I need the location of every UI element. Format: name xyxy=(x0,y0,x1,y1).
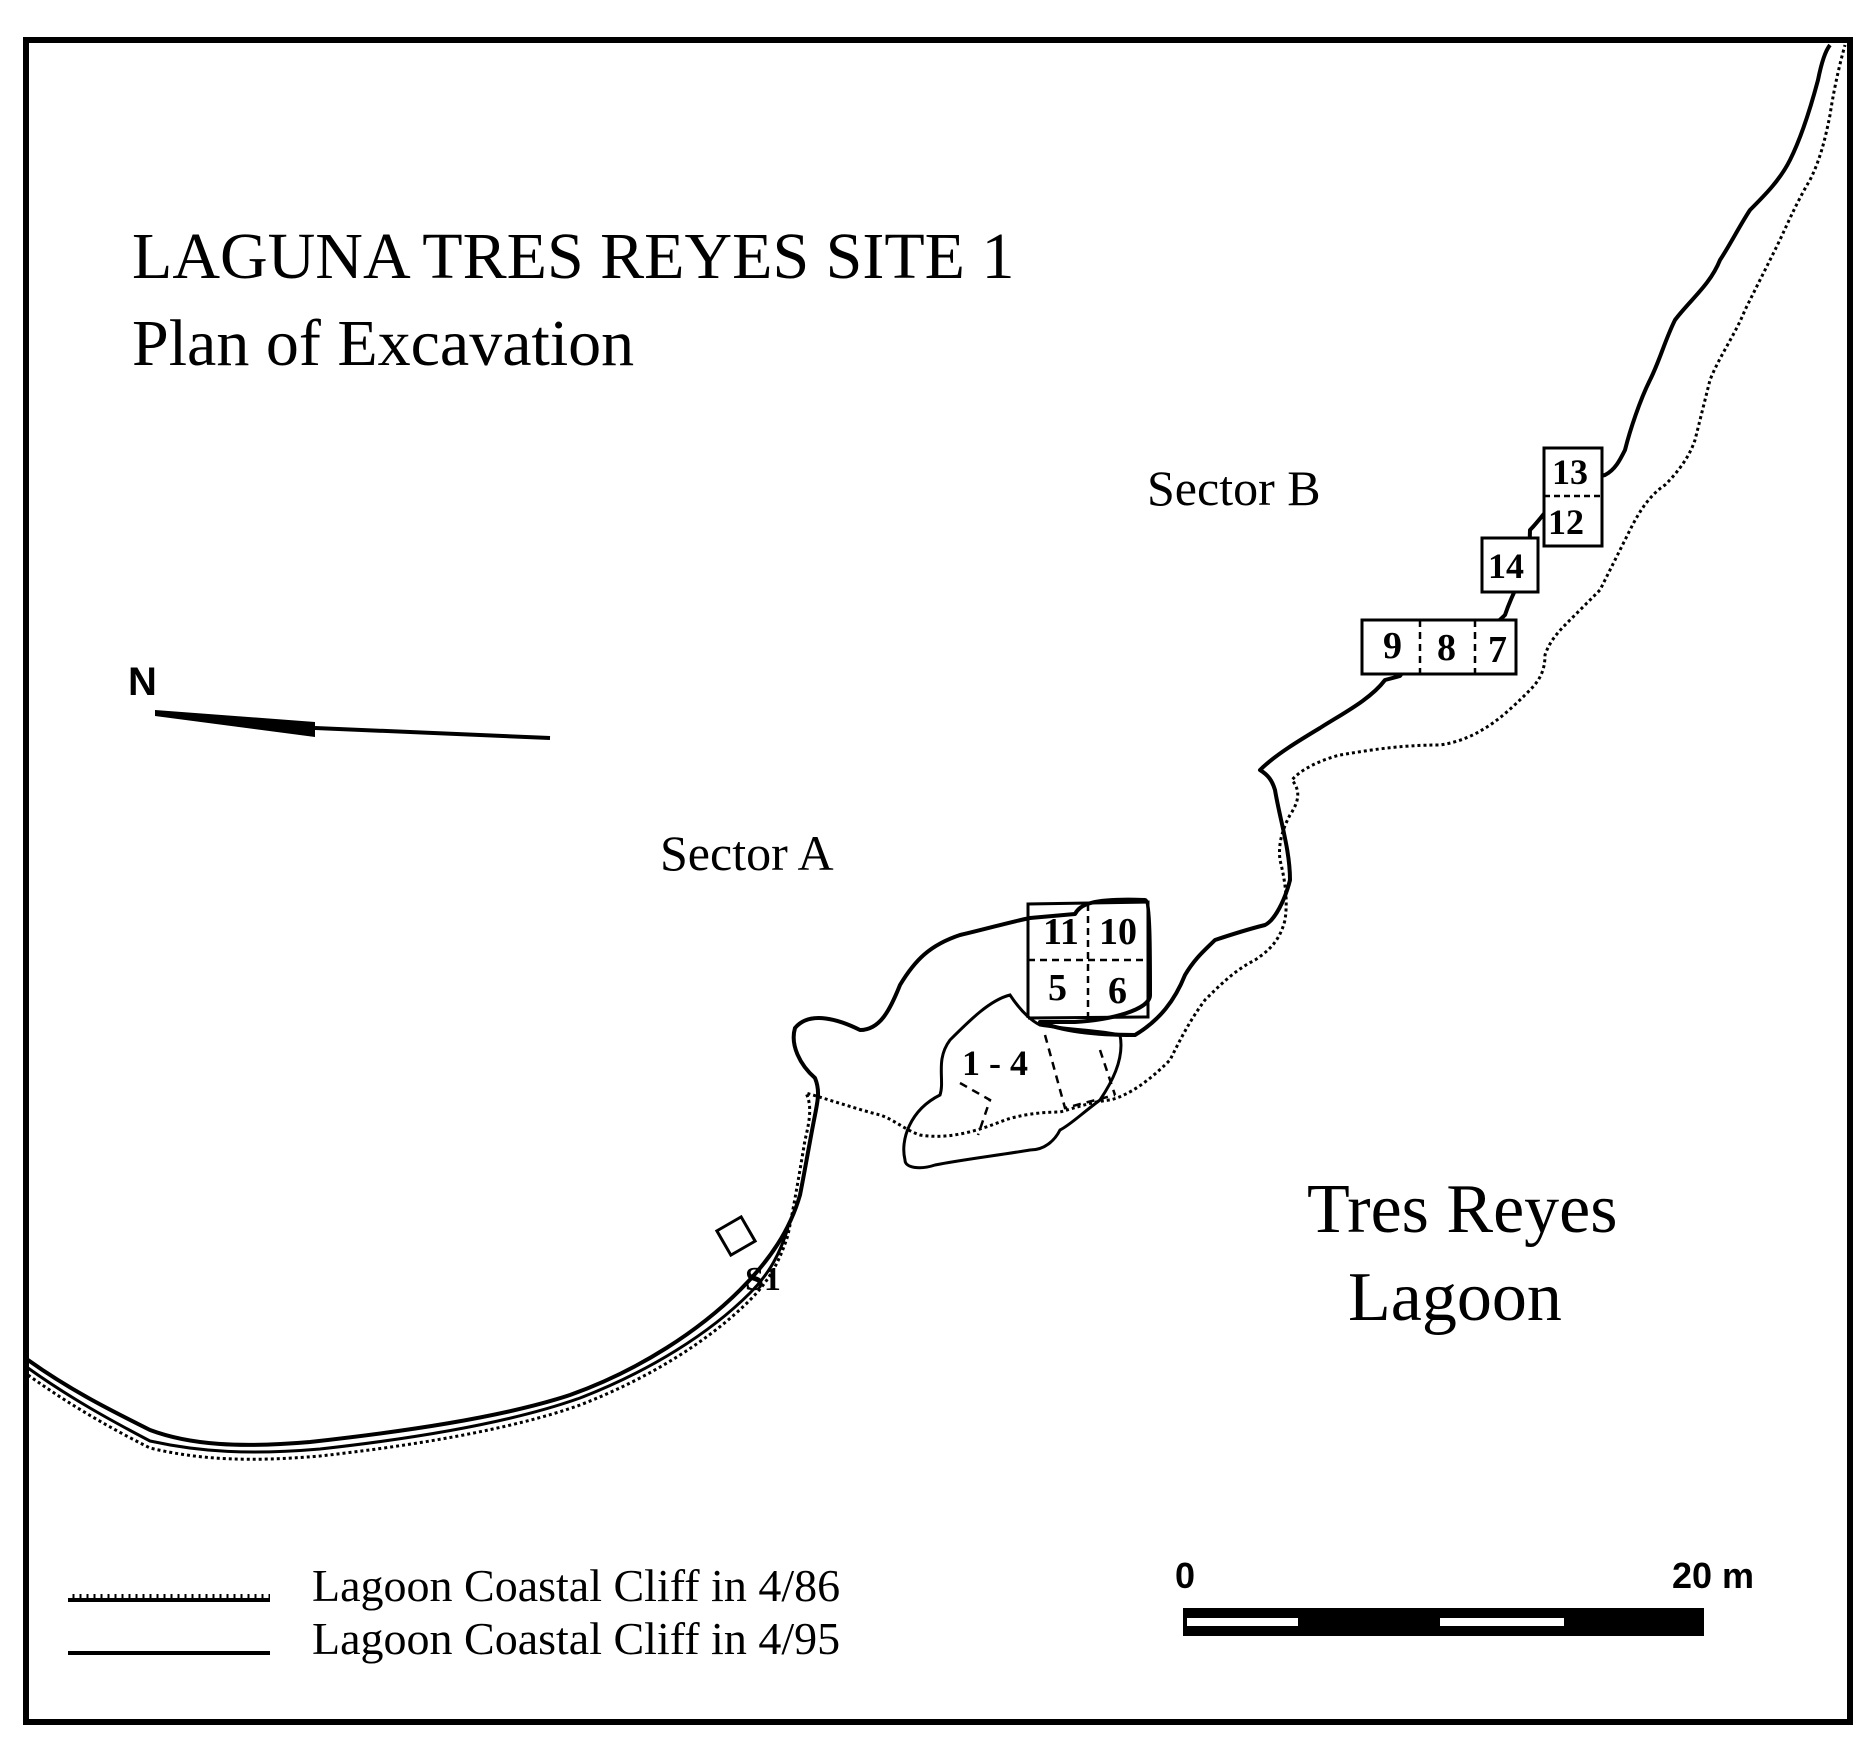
map-frame xyxy=(23,37,1853,1725)
lagoon-label-line1: Tres Reyes xyxy=(1307,1171,1618,1248)
north-label: N xyxy=(128,660,157,704)
unit-5-label: 5 xyxy=(1048,967,1067,1009)
scale-bar: 0 20 m xyxy=(1175,1555,1754,1636)
unit-14-label: 14 xyxy=(1488,546,1524,586)
map-subtitle: Plan of Excavation xyxy=(132,307,634,380)
sector-b-label: Sector B xyxy=(1147,460,1321,516)
excavation-area-1-4 xyxy=(902,993,1123,1170)
unit-s1: S1 xyxy=(714,1214,781,1298)
units-9-8-7: 9 8 7 xyxy=(1360,618,1518,676)
unit-11-label: 11 xyxy=(1043,911,1079,953)
map-title: LAGUNA TRES REYES SITE 1 xyxy=(132,220,1015,293)
lagoon-label-line2: Lagoon xyxy=(1348,1259,1562,1336)
unit-s1-label: S1 xyxy=(745,1261,781,1298)
sector-a-label: Sector A xyxy=(660,825,834,881)
unit-12-label: 12 xyxy=(1548,502,1584,542)
north-arrow-icon: N xyxy=(128,660,551,740)
legend-1995-label: Lagoon Coastal Cliff in 4/95 xyxy=(312,1613,840,1664)
unit-7-label: 7 xyxy=(1488,629,1507,671)
scale-start-label: 0 xyxy=(1175,1555,1195,1596)
unit-6-label: 6 xyxy=(1108,970,1127,1012)
units-13-12: 13 12 xyxy=(1542,446,1604,548)
unit-9-label: 9 xyxy=(1383,625,1402,667)
scale-end-label: 20 m xyxy=(1672,1555,1754,1596)
unit-10-label: 10 xyxy=(1099,911,1137,953)
legend: Lagoon Coastal Cliff in 4/86 Lagoon Coas… xyxy=(68,1560,840,1664)
unit-14: 14 xyxy=(1480,536,1540,594)
unit-1-4-label: 1 - 4 xyxy=(962,1043,1028,1083)
unit-13-label: 13 xyxy=(1552,452,1588,492)
cliff-line-1986 xyxy=(27,44,1847,1461)
legend-1986-label: Lagoon Coastal Cliff in 4/86 xyxy=(312,1560,840,1611)
units-5-6-10-11: 11 10 5 6 xyxy=(1026,900,1150,1020)
unit-8-label: 8 xyxy=(1437,627,1456,669)
